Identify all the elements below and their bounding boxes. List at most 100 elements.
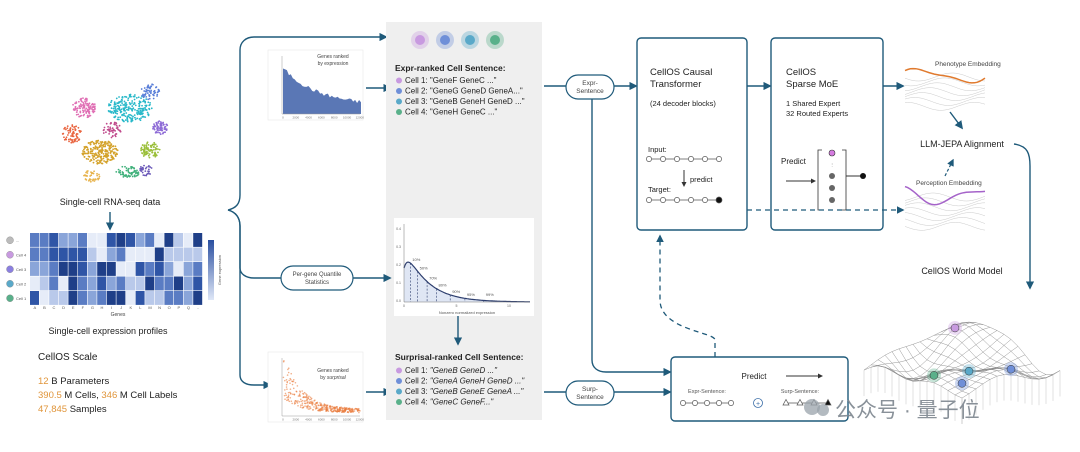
umap-point <box>140 149 142 152</box>
branch-arrows <box>227 32 388 390</box>
umap-point <box>90 171 92 174</box>
heatmap-cell <box>183 247 193 262</box>
heatmap-cell <box>135 276 145 291</box>
umap-point <box>85 157 88 160</box>
heatmap-cell <box>154 291 164 305</box>
surprisal-point <box>333 408 335 410</box>
umap-point <box>87 151 90 154</box>
heatmap-cell <box>49 247 59 262</box>
umap-point <box>86 146 89 149</box>
umap-point <box>131 100 134 102</box>
plot-xtick: 0 <box>282 418 284 422</box>
token-node <box>646 197 652 203</box>
heatmap-col-label: O <box>168 305 171 310</box>
umap-point <box>158 90 161 93</box>
umap-point <box>83 150 86 153</box>
surprisal-point <box>339 407 341 409</box>
heatmap-cell <box>126 262 135 276</box>
surprisal-point <box>308 398 311 401</box>
umap-point <box>87 155 90 158</box>
umap-point <box>134 104 137 107</box>
sentence-item: Cell 2: "GeneA GeneH GeneD ..." <box>405 377 525 386</box>
sentence-cell-marker <box>396 77 402 84</box>
umap-point <box>98 149 101 152</box>
umap-point <box>119 173 122 176</box>
umap-point <box>153 124 156 127</box>
umap-point <box>116 110 119 113</box>
umap-point <box>103 160 105 162</box>
predict-box: Predict Expr-Sentence: Surp-Sentence: + <box>670 356 849 422</box>
heatmap-cell <box>58 291 68 305</box>
heatmap-cell <box>164 233 174 247</box>
surprisal-point <box>285 386 288 388</box>
heatmap-cell <box>68 247 78 262</box>
heatmap-cell <box>116 247 126 262</box>
surprisal-point <box>331 405 334 408</box>
umap-point <box>108 147 111 150</box>
heatmap-cell <box>164 247 174 262</box>
surprisal-point <box>322 404 325 407</box>
surface-line <box>904 87 986 96</box>
token-node <box>688 197 694 203</box>
umap-point <box>89 141 92 144</box>
umap-point <box>151 83 153 86</box>
umap-point <box>94 152 97 155</box>
expr-sentence-pill: Expr- Sentence <box>565 74 615 100</box>
sentence-cell-label: Cell 2: <box>405 87 428 96</box>
umap-point <box>71 125 74 128</box>
umap-point <box>148 149 150 152</box>
umap-point <box>77 113 80 116</box>
umap-point <box>144 100 147 103</box>
umap-point <box>135 171 137 174</box>
heatmap-col-label: J <box>120 305 122 310</box>
umap-point <box>111 127 114 130</box>
umap-point <box>146 150 148 153</box>
surprisal-point <box>293 403 296 405</box>
mesh-line <box>905 346 1005 375</box>
umap-point <box>122 173 125 176</box>
heatmap-col-label: H <box>101 305 104 310</box>
sentence-cell-marker <box>396 109 402 115</box>
umap-point <box>127 168 129 171</box>
heatmap-cell <box>87 276 97 291</box>
umap-point <box>131 102 133 104</box>
surprisal-point <box>296 402 299 404</box>
umap-point <box>107 152 110 154</box>
umap-point <box>75 111 78 114</box>
umap-point <box>91 150 94 153</box>
quantile-xlabel: Nonzero normalized expression <box>439 310 495 315</box>
umap-point <box>160 122 163 125</box>
heatmap-cell <box>164 291 174 305</box>
umap-point <box>102 157 105 160</box>
umap-point <box>157 148 159 151</box>
heatmap-col-label: K <box>129 305 132 310</box>
umap-point <box>91 179 94 182</box>
heatmap-cell <box>97 247 107 262</box>
plot-xtick: 4000 <box>305 418 312 422</box>
world-cell-node <box>950 323 960 333</box>
umap-point <box>91 140 94 143</box>
umap-point <box>102 143 105 146</box>
umap-point <box>119 100 122 103</box>
heatmap-cell <box>116 262 126 276</box>
surprisal-point <box>325 409 328 411</box>
heatmap-cell <box>87 262 97 276</box>
sentence-cell-label: Cell 1: <box>405 76 428 85</box>
expr-sentence-title: Expr-ranked Cell Sentence: <box>395 63 506 73</box>
surprisal-point <box>300 400 303 403</box>
umap-point <box>73 109 76 112</box>
heatmap-cell <box>145 233 155 247</box>
umap-point <box>155 130 158 133</box>
heatmap-cell <box>49 233 59 247</box>
surprisal-point <box>284 398 286 401</box>
heatmap-cell <box>97 276 107 291</box>
expr-pill-line2: Sentence <box>576 88 604 95</box>
umap-point <box>145 174 148 177</box>
umap-point <box>116 112 119 115</box>
umap-point <box>141 109 144 112</box>
umap-point <box>150 85 152 88</box>
surprisal-point <box>341 411 343 413</box>
umap-point <box>152 127 154 130</box>
umap-point <box>105 122 108 125</box>
umap-point <box>130 167 133 170</box>
